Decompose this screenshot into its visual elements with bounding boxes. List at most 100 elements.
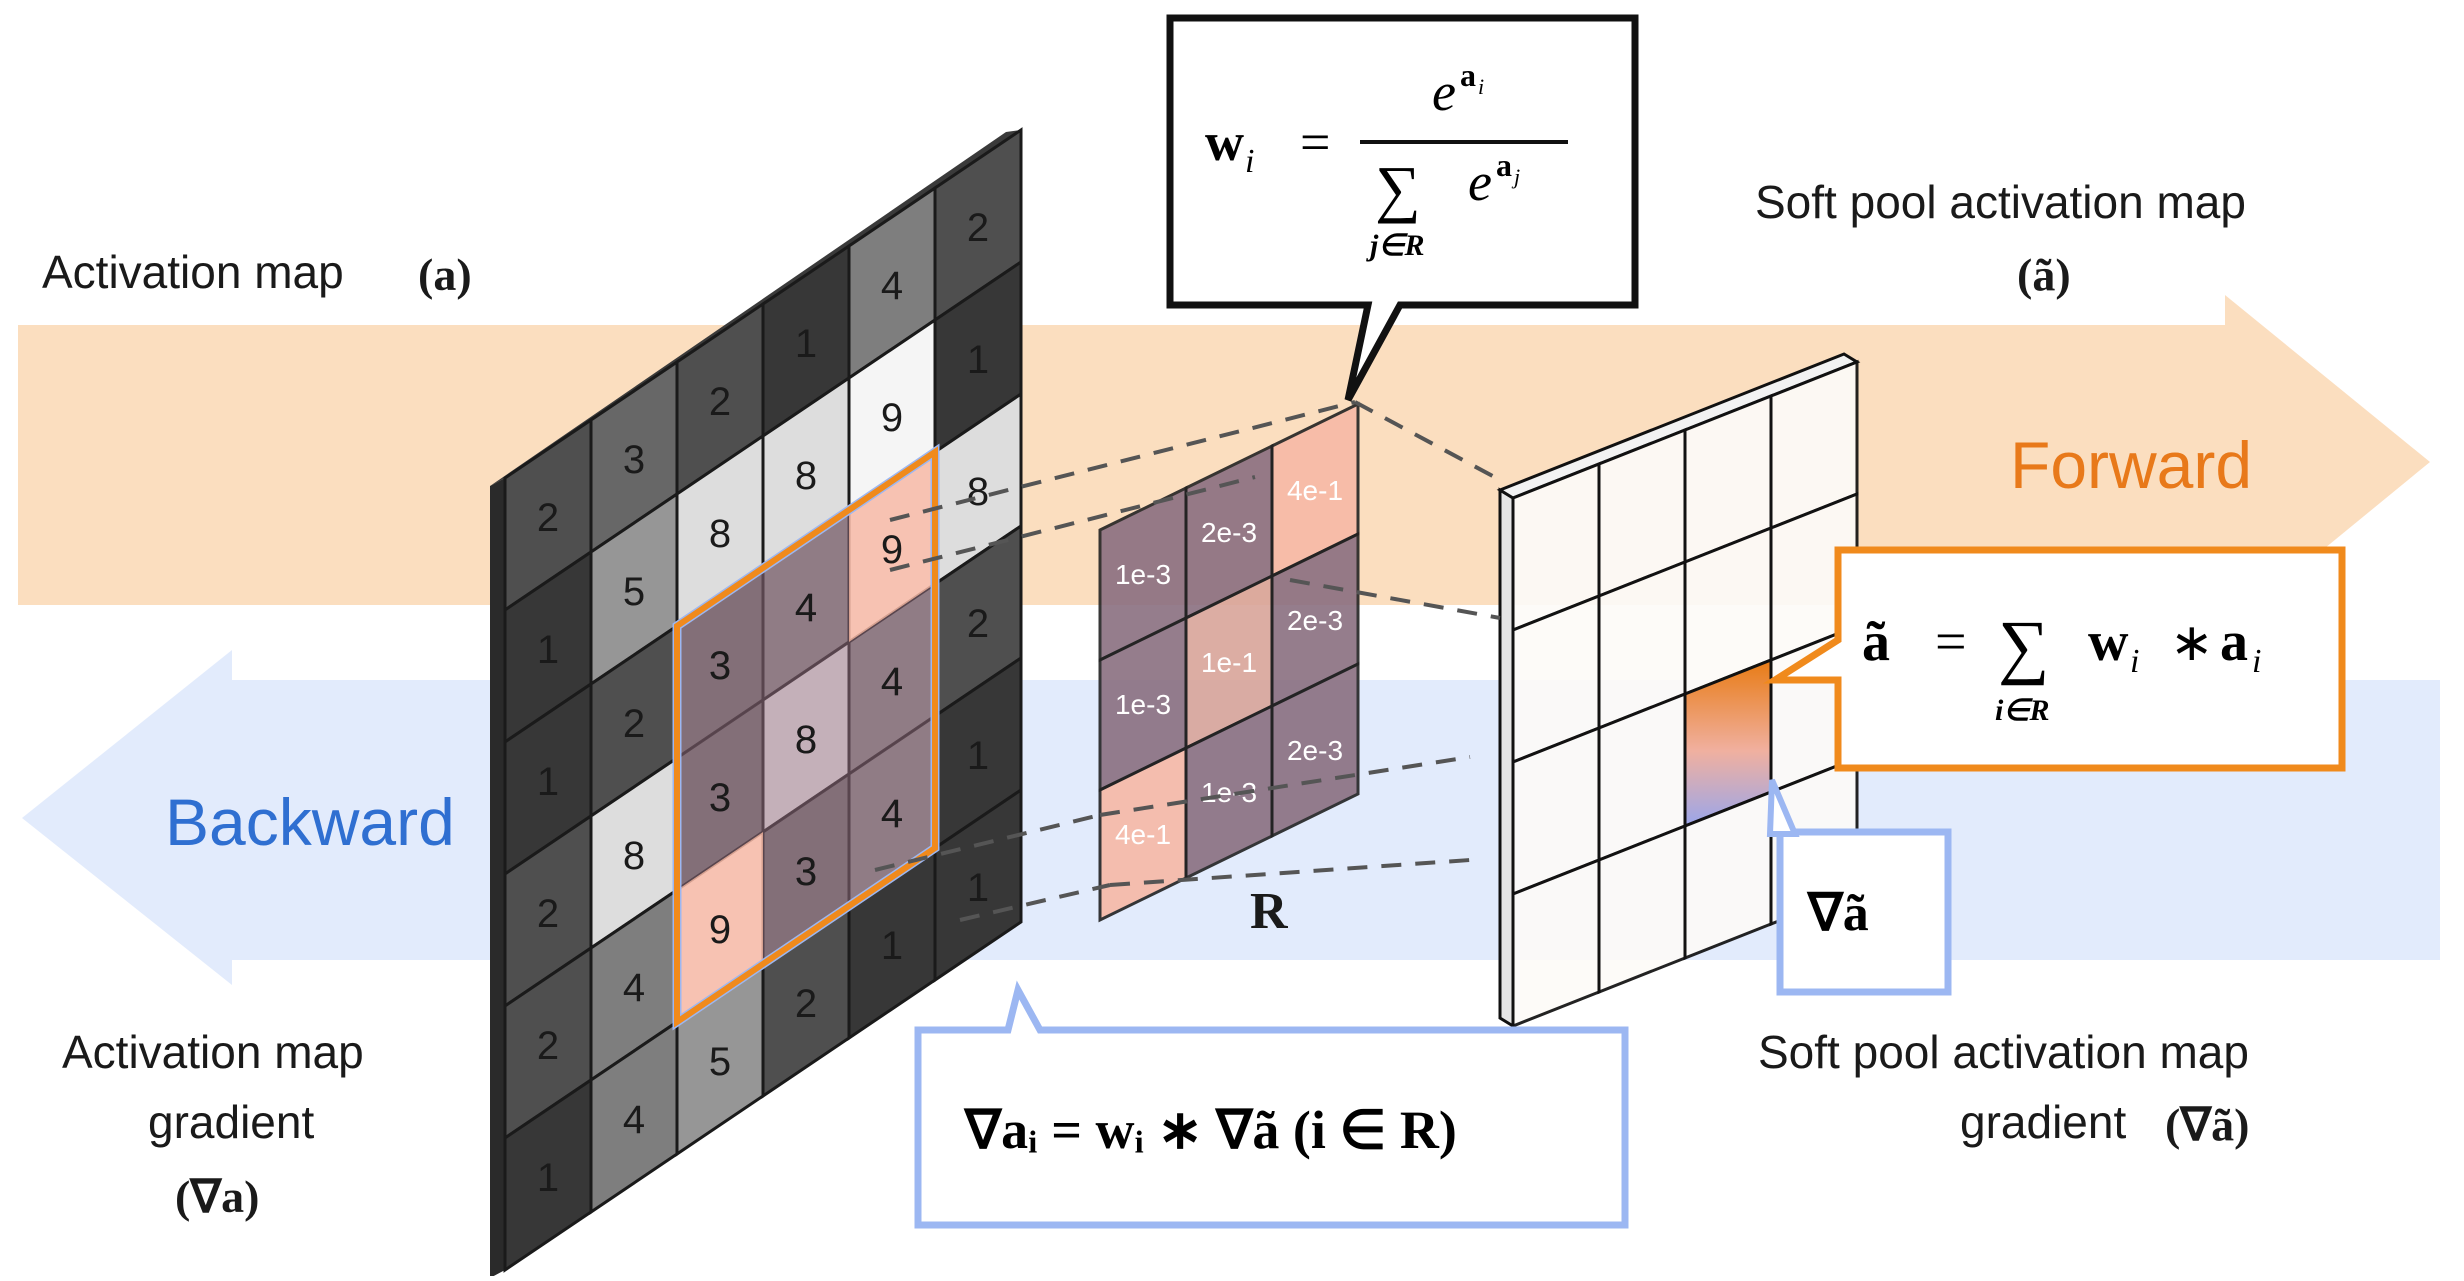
- activation-cell-value: 1: [537, 628, 559, 672]
- weight-lhs-sub: i: [1245, 143, 1254, 180]
- pool-rhs-a-sub: i: [2252, 643, 2261, 680]
- weight-cell-value: 2e-3: [1201, 517, 1257, 548]
- activation-cell-value: 4: [623, 1098, 645, 1142]
- activation-cell-value: 8: [709, 512, 731, 556]
- activation-cell-value: 4: [881, 792, 903, 836]
- activation-cell-value: 8: [795, 718, 817, 762]
- activation-cell-value: 3: [709, 776, 731, 820]
- activation-cell-value: 8: [795, 454, 817, 498]
- softpool-map-label: Soft pool activation map: [1755, 176, 2246, 228]
- activation-cell-value: 1: [537, 760, 559, 804]
- weight-denominator-under: j∈R: [1366, 229, 1424, 262]
- softpool-grad-label-line1: Soft pool activation map: [1758, 1026, 2249, 1078]
- weight-numerator-sup-sub: i: [1478, 74, 1484, 99]
- pool-under: i∈R: [1995, 694, 2049, 727]
- region-cell-value: 4: [881, 792, 903, 836]
- region-outline-orange: [674, 446, 938, 1028]
- weight-cell-value: 4e-1: [1287, 475, 1343, 506]
- region-cell-value: 4: [881, 660, 903, 704]
- activation-cell-value: 4: [623, 966, 645, 1010]
- weight-cell-value: 1e-3: [1115, 689, 1171, 720]
- weight-cell-value: 4e-1: [1115, 819, 1171, 850]
- output-depth-side: [1498, 487, 1515, 1029]
- activation-cell-value: 2: [795, 982, 817, 1026]
- activation-cell-value: 1: [967, 866, 989, 910]
- weight-cell-value: 1e-3: [1115, 559, 1171, 590]
- forward-label: Forward: [2010, 428, 2252, 502]
- weight-cell-value: 2e-3: [1287, 735, 1343, 766]
- grad-label-line2: gradient: [148, 1096, 314, 1148]
- activation-cell: [933, 787, 1023, 983]
- activation-cell-value: 5: [709, 1040, 731, 1084]
- weight-denominator-sup: a: [1496, 147, 1512, 183]
- pool-sum: ∑: [1998, 606, 2049, 686]
- pool-eq: =: [1935, 611, 1967, 673]
- weight-eq: =: [1300, 112, 1330, 172]
- activation-cell-value: 8: [967, 470, 989, 514]
- pool-formula-callout: ã = ∑ i∈R w i ∗ a i: [1762, 546, 2346, 772]
- activation-cell-value: 8: [623, 834, 645, 878]
- activation-cell-value: 3: [795, 850, 817, 894]
- activation-cell-value: 1: [967, 338, 989, 382]
- weight-denominator-e: e: [1468, 152, 1492, 212]
- weight-numerator: e: [1432, 62, 1456, 122]
- region-cell-value: 9: [709, 908, 731, 952]
- activation-cell-value: 1: [795, 322, 817, 366]
- activation-cell-value: 2: [967, 602, 989, 646]
- pool-times: ∗: [2170, 615, 2214, 672]
- activation-cell-value: 4: [795, 586, 817, 630]
- pool-rhs-a: a: [2220, 611, 2248, 673]
- softpool-grad-symbol: (∇ã): [2165, 1099, 2249, 1150]
- activation-cell-value: 2: [967, 206, 989, 250]
- activation-cell-value: 2: [537, 892, 559, 936]
- activation-cell-value: 2: [537, 496, 559, 540]
- region-label: R: [1250, 883, 1289, 940]
- softpool-map-symbol: (ã): [2017, 249, 2071, 300]
- activation-cell-value: 1: [881, 924, 903, 968]
- weight-denominator-sup-sub: j: [1511, 164, 1520, 189]
- weight-denominator-sum: ∑: [1375, 153, 1421, 224]
- weight-lhs: w: [1205, 112, 1244, 172]
- grad-label-line1: Activation map: [62, 1026, 364, 1078]
- activation-map-label: Activation map: [42, 246, 344, 298]
- backprop-formula-callout: ∇aᵢ = wᵢ ∗ ∇ã (i ∈ R): [914, 980, 1629, 1229]
- activation-cell-value: 1: [967, 734, 989, 778]
- weight-cell: [1270, 661, 1360, 839]
- region-cell-value: 4: [795, 586, 817, 630]
- region-tint: [677, 700, 763, 890]
- activation-cell-value: 3: [623, 438, 645, 482]
- activation-cell-value: 2: [623, 702, 645, 746]
- grad-label-symbol: (∇a): [175, 1171, 259, 1222]
- region-tint: [849, 584, 935, 774]
- region-tint: [763, 642, 849, 832]
- output-gradient-callout: ∇ã: [1766, 778, 1952, 996]
- region-cell-value: 3: [795, 850, 817, 894]
- backward-label: Backward: [165, 785, 455, 859]
- activation-cell-value: 4: [881, 660, 903, 704]
- activation-cell-value: 3: [709, 644, 731, 688]
- activation-cell-value: 9: [881, 396, 903, 440]
- weight-numerator-sup: a: [1460, 57, 1476, 93]
- region-cell-value: 3: [709, 644, 731, 688]
- activation-cell-value: 5: [623, 570, 645, 614]
- region-cell-value: 9: [881, 528, 903, 572]
- activation-map-grid: 2321421588911234982838422493411452113493…: [490, 127, 1023, 1278]
- pool-rhs-w: w: [2088, 611, 2129, 673]
- weight-formula-callout: w i = e a i ∑ e a j j∈R: [1166, 14, 1639, 402]
- weights-grid: 1e-32e-34e-11e-31e-12e-34e-11e-32e-3: [1098, 401, 1360, 923]
- grid-depth-side: [490, 478, 505, 1278]
- region-cell-value: 3: [709, 776, 731, 820]
- activation-cell-value: 2: [537, 1024, 559, 1068]
- weight-cell-value: 1e-1: [1201, 647, 1257, 678]
- pool-rhs-w-sub: i: [2130, 643, 2139, 680]
- activation-cell-value: 4: [881, 264, 903, 308]
- pool-lhs: ã: [1862, 611, 1890, 673]
- backprop-formula: ∇aᵢ = wᵢ ∗ ∇ã (i ∈ R): [963, 1100, 1457, 1160]
- activation-cell-value: 2: [709, 380, 731, 424]
- softpool-grad-label-line2: gradient: [1960, 1096, 2126, 1148]
- weight-cell-value: 2e-3: [1287, 605, 1343, 636]
- output-gradient-label: ∇ã: [1806, 885, 1869, 942]
- projection-lines: [874, 400, 1501, 922]
